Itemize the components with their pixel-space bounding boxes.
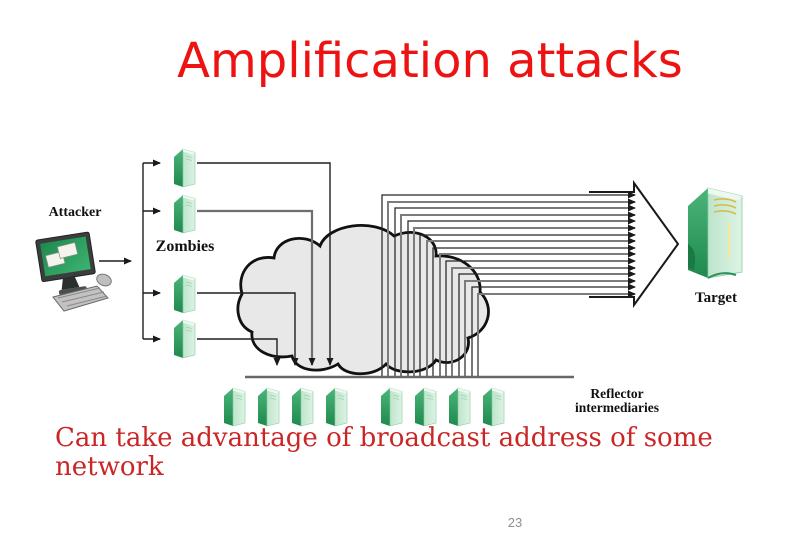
target-label: Target [695, 290, 737, 306]
network-cloud-shape [236, 224, 490, 376]
amplified-attack-arrow [589, 179, 680, 309]
attacker-distribution-lines [99, 159, 161, 343]
target-server-icon [688, 187, 743, 279]
reflector-server-icon [380, 387, 403, 427]
caption-line: network [55, 452, 164, 482]
reflector-server-icon [325, 387, 348, 427]
zombie-server-icon [173, 319, 196, 359]
reflector-server-icon [291, 387, 314, 427]
zombie-server-icon [173, 194, 196, 234]
reflector-server-icon [414, 387, 437, 427]
reflector-server-icon [257, 387, 280, 427]
reflector-server-icon [448, 387, 471, 427]
reflector-intermediaries-label: Reflector intermediaries [575, 386, 659, 415]
reflected-traffic-lines [381, 191, 636, 376]
slide-title: Amplification attacks [177, 33, 683, 89]
zombie-traffic-lines [197, 162, 334, 366]
zombie-server-icon [173, 148, 196, 188]
reflector-server-icon [482, 387, 505, 427]
caption-line: Can take advantage of broadcast address … [55, 423, 713, 453]
zombies-label: Zombies [155, 238, 215, 255]
reflector-server-icon [223, 387, 246, 427]
page-number: 23 [507, 515, 523, 530]
zombie-server-icon [173, 274, 196, 314]
attacker-label: Attacker [48, 205, 102, 220]
attacker-computer-icon [35, 231, 112, 312]
slide-caption: Can take advantage of broadcast address … [55, 424, 735, 482]
